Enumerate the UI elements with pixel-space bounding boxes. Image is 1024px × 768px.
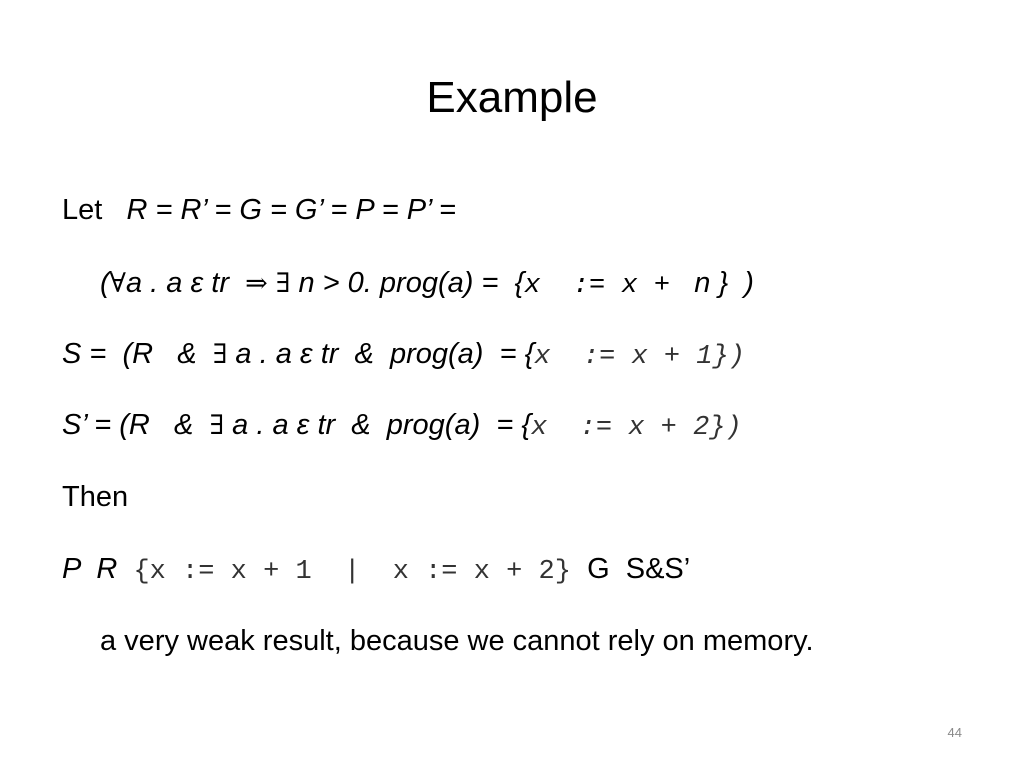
assignment-code: x := x + [524,271,687,301]
judgement-line: P R {x := x + 1 | x := x + 2} G S&S’ [62,549,690,592]
let-line: Let R = R’ = G = G’ = P = P’ = [62,190,456,230]
slide-title: Example [426,73,598,122]
open-paren: ( [100,267,110,299]
conclusion-text: a very weak result, because we cannot re… [100,625,814,657]
s-definition-line: S = (R & ∃ a . a ε tr & prog(a) = {x := … [62,334,745,377]
s-prime-prefix: S’ = (R & [62,409,210,441]
exists-symbol: ∃ [209,410,225,441]
exists-symbol: ∃ [212,339,228,370]
forall-symbol: ∀ [109,268,126,299]
page-number: 44 [947,725,962,740]
s-prime-middle: a . a ε tr & prog(a) = { [224,409,532,441]
p-r-symbols: P R [62,553,118,585]
implies-symbol: ⇒ [245,268,268,299]
a-in-tr: a . a ε tr [125,267,246,299]
conclusion-line: a very weak result, because we cannot re… [100,621,814,661]
s-and-s-prime: S&S’ [625,553,691,585]
quantified-condition-line: (∀a . a ε tr ⇒ ∃ n > 0. prog(a) = {x := … [100,263,754,306]
exists-symbol: ∃ [275,268,291,299]
s-prime-assignment-code: x := x + 2}) [531,413,742,443]
s-prime-definition-line: S’ = (R & ∃ a . a ε tr & prog(a) = {x :=… [62,405,742,448]
parallel-program-code: {x := x + 1 | x := x + 2} [133,557,571,587]
s-middle: a . a ε tr & prog(a) = { [227,338,535,370]
let-keyword: Let [62,194,103,226]
prog-expression: n > 0. prog(a) = { [290,267,525,299]
then-keyword: Then [62,481,129,513]
closing-text: n } ) [686,267,754,299]
then-line: Then [62,477,128,517]
s-assignment-code: x := x + 1}) [534,342,745,372]
g-symbol: G [587,553,610,585]
s-prefix: S = (R & [62,338,213,370]
relation-definition: R = R’ = G = G’ = P = P’ = [126,194,456,226]
